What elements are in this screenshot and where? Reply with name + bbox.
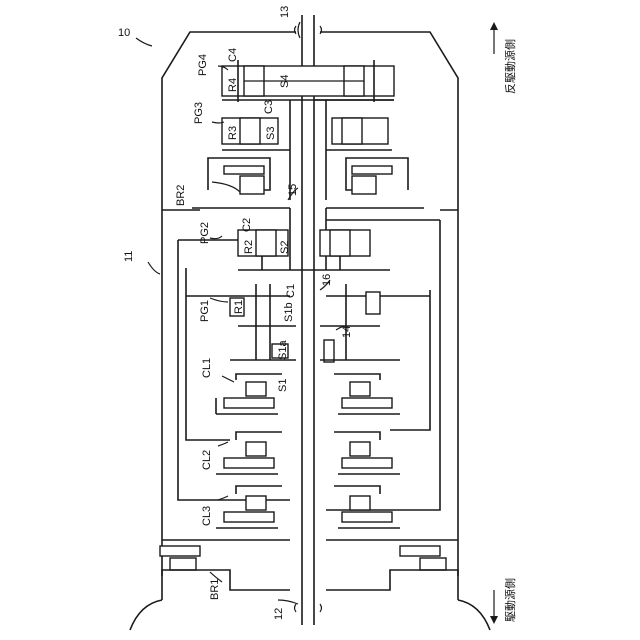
ref-device-label: 10 — [118, 27, 130, 39]
c1-label: C1 — [285, 284, 297, 298]
r1-label: R1 — [233, 300, 245, 314]
s1a-label: S1a — [277, 340, 289, 360]
s3-label: S3 — [265, 127, 277, 140]
br1-label: BR1 — [209, 579, 221, 600]
drive-side-label: 駆動源側 — [503, 578, 517, 622]
s2-label: S2 — [279, 241, 291, 254]
clutch-cl3 — [216, 486, 400, 528]
c3-label: C3 — [263, 100, 275, 114]
central-shaft — [295, 15, 322, 625]
ref-16-label: 16 — [321, 274, 333, 286]
brake-br2 — [192, 158, 424, 208]
ref-14-label: 14 — [341, 326, 353, 338]
r4-label: R4 — [227, 78, 239, 92]
cl2-label: CL2 — [201, 450, 213, 470]
c4-label: C4 — [227, 48, 239, 62]
s1b-label: S1b — [283, 302, 295, 322]
anti-drive-side-label: 反駆動源側 — [503, 39, 517, 94]
planetary-gear-pg1 — [186, 284, 430, 362]
s1-label: S1 — [277, 379, 289, 392]
pg1-label: PG1 — [199, 300, 211, 322]
pg3-label: PG3 — [193, 102, 205, 124]
ref-input-shaft-label: 12 — [273, 608, 285, 620]
br2-label: BR2 — [175, 185, 187, 206]
s4-label: S4 — [279, 75, 291, 88]
planetary-gear-pg4 — [222, 60, 394, 102]
r2-label: R2 — [243, 240, 255, 254]
ref-case-label: 11 — [123, 251, 135, 262]
brake-br1 — [160, 540, 458, 590]
clutch-cl1 — [216, 374, 400, 414]
direction-arrows — [490, 22, 498, 624]
cl3-label: CL3 — [201, 506, 213, 526]
pg4-label: PG4 — [197, 54, 209, 76]
ref-output-shaft-label: 13 — [279, 6, 291, 18]
clutch-cl2 — [216, 432, 400, 474]
r3-label: R3 — [227, 126, 239, 140]
cl1-label: CL1 — [201, 358, 213, 378]
c2-label: C2 — [241, 218, 253, 232]
ref-15-label: 15 — [287, 184, 299, 196]
pg2-label: PG2 — [199, 222, 211, 244]
